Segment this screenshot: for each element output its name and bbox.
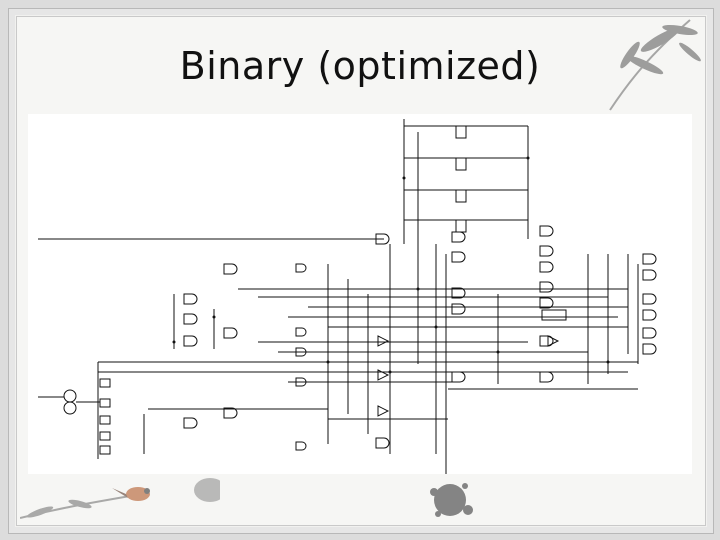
bus-lines — [98, 288, 638, 420]
circuit-schematic — [38, 119, 657, 474]
vertical-wires — [97, 244, 639, 464]
left-gate-stack — [38, 378, 111, 455]
bamboo-branch-icon — [609, 19, 701, 111]
register-chain — [403, 119, 529, 364]
slide-title: Binary (optimized) — [179, 44, 541, 88]
ink-splash-icon — [430, 483, 473, 517]
buffers — [377, 335, 560, 417]
diagram-canvas — [28, 114, 692, 474]
counter-block — [541, 309, 567, 321]
junction-dots — [172, 156, 610, 374]
logic-gates — [183, 225, 657, 451]
ink-bird-icon — [20, 478, 220, 519]
